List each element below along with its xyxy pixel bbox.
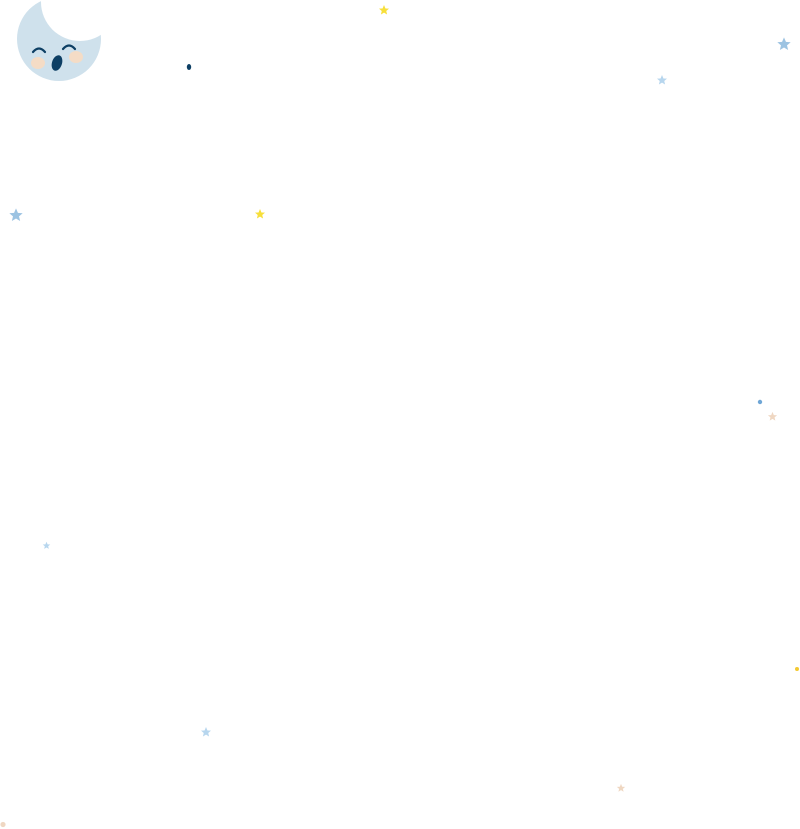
dot-icon: [186, 64, 192, 70]
star-icon: [9, 208, 23, 221]
crescent-moon-icon: [17, 0, 101, 81]
dot-icon: [795, 667, 799, 671]
star-icon: [42, 541, 51, 549]
star-icon: [255, 209, 265, 219]
star-icon: [616, 783, 626, 792]
star-icon: [379, 5, 389, 15]
star-icon: [201, 727, 211, 737]
dot-icon: [757, 399, 763, 405]
dot-icon: [0, 821, 6, 828]
star-icon: [657, 75, 667, 85]
star-icon: [777, 37, 791, 50]
star-icon: [767, 411, 778, 421]
